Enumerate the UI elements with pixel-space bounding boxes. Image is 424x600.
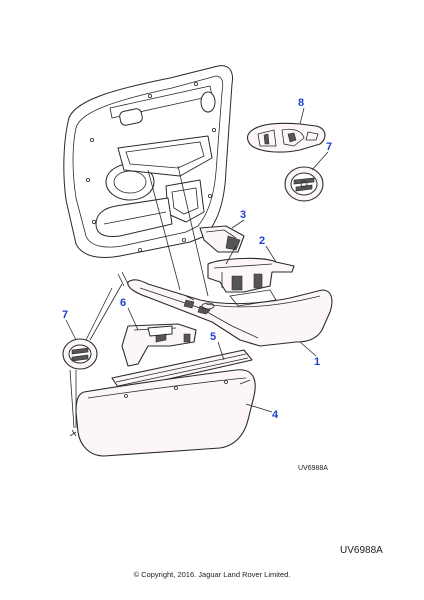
diagram-reference: UV6988A [340,545,383,556]
callout-8: 8 [298,97,304,109]
callouts: 8 7 3 2 6 7 5 1 4 [62,97,332,421]
callout-3: 3 [240,209,246,221]
callout-7-upper: 7 [326,141,332,153]
fixing-screws [71,271,195,437]
part-4-map-pocket [69,369,256,457]
part-5-trim-strip [111,349,253,391]
callout-6: 6 [120,297,126,309]
callout-7-lower: 7 [62,309,68,321]
part-3-switch [199,225,245,253]
part-8-handle-bezel [247,122,326,153]
callout-1: 1 [314,356,320,368]
part-6-switch-bracket [121,323,197,367]
leader-lines [65,107,329,429]
part-2-bracket [207,257,295,293]
diagram-reference-inner: UV6988A [298,465,328,472]
callout-4: 4 [272,409,279,421]
callout-5: 5 [210,331,216,343]
part-7-grille-upper [284,166,324,202]
part-7-grille-lower [62,338,98,370]
copyright-notice: © Copyright, 2016. Jaguar Land Rover Lim… [133,570,291,579]
door-panel [63,65,233,258]
part-1-armrest [127,279,333,347]
callout-2: 2 [259,235,265,247]
